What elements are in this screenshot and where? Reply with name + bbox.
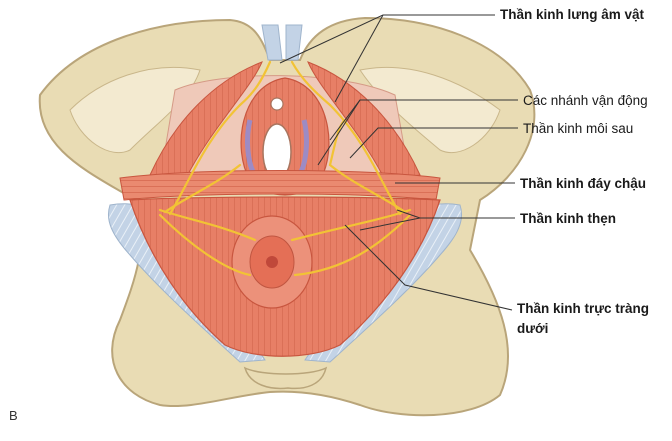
leader-lines [279, 14, 518, 311]
ischiocavernosus-right [307, 61, 421, 181]
label-dorsal-clitoral-nerve: Thần kinh lưng âm vật [500, 7, 645, 22]
ischiocavernosus-left [149, 61, 263, 181]
label-posterior-labial-nerve: Thần kinh môi sau [523, 121, 634, 136]
panel-label: B [9, 408, 18, 423]
label-inferior-rectal-nerve-line1: Thần kinh trực tràng [517, 301, 650, 316]
label-motor-branches: Các nhánh vận động [523, 93, 648, 108]
anus [266, 256, 278, 268]
label-inferior-rectal-nerve-line2: dưới [517, 321, 549, 336]
label-perineal-nerve: Thần kinh đáy chậu [520, 176, 647, 191]
urethral-orifice [270, 97, 284, 111]
label-pudendal-nerve: Thần kinh thẹn [520, 211, 616, 226]
